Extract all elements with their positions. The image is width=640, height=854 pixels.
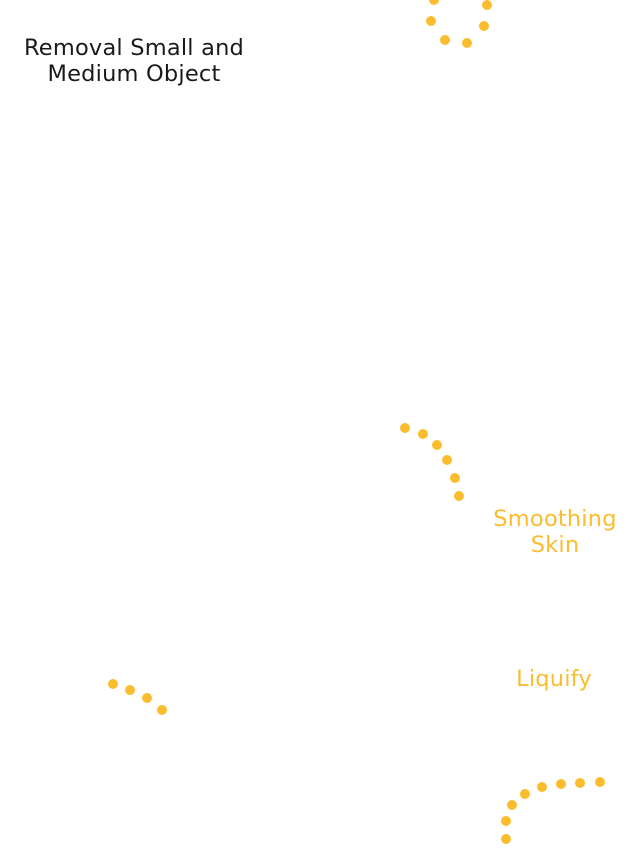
dot	[142, 693, 152, 703]
dot	[426, 16, 436, 26]
dotted-curve-smoothing	[400, 423, 464, 501]
dot	[501, 816, 511, 826]
dot	[429, 0, 439, 5]
dot	[454, 491, 464, 501]
dot	[442, 455, 452, 465]
dot	[482, 0, 492, 10]
dot	[450, 473, 460, 483]
dot	[520, 789, 530, 799]
smoothing-label-line-1: Smoothing	[493, 506, 617, 532]
dot	[507, 800, 517, 810]
dot	[595, 777, 605, 787]
dot	[556, 779, 566, 789]
dot	[462, 38, 472, 48]
dotted-curve-left	[108, 679, 167, 715]
dotted-curve-bottom	[501, 777, 605, 844]
dot	[400, 423, 410, 433]
removal-label-line-2: Medium Object	[47, 61, 221, 87]
dot	[479, 21, 489, 31]
dot	[501, 834, 511, 844]
dot	[108, 679, 118, 689]
liquify-label: Liquify	[506, 666, 602, 692]
liquify-label-text: Liquify	[516, 666, 592, 692]
dot	[575, 778, 585, 788]
dot	[432, 440, 442, 450]
smoothing-skin-label: Smoothing Skin	[486, 506, 624, 558]
removal-label-line-1: Removal Small and	[23, 35, 245, 61]
dot	[125, 685, 135, 695]
dot	[440, 35, 450, 45]
dotted-arc-top	[426, 0, 492, 48]
removal-small-medium-object-label: Removal Small and Medium Object	[14, 35, 254, 87]
dot	[157, 705, 167, 715]
dot	[537, 782, 547, 792]
dot	[418, 429, 428, 439]
smoothing-label-line-2: Skin	[530, 532, 580, 558]
